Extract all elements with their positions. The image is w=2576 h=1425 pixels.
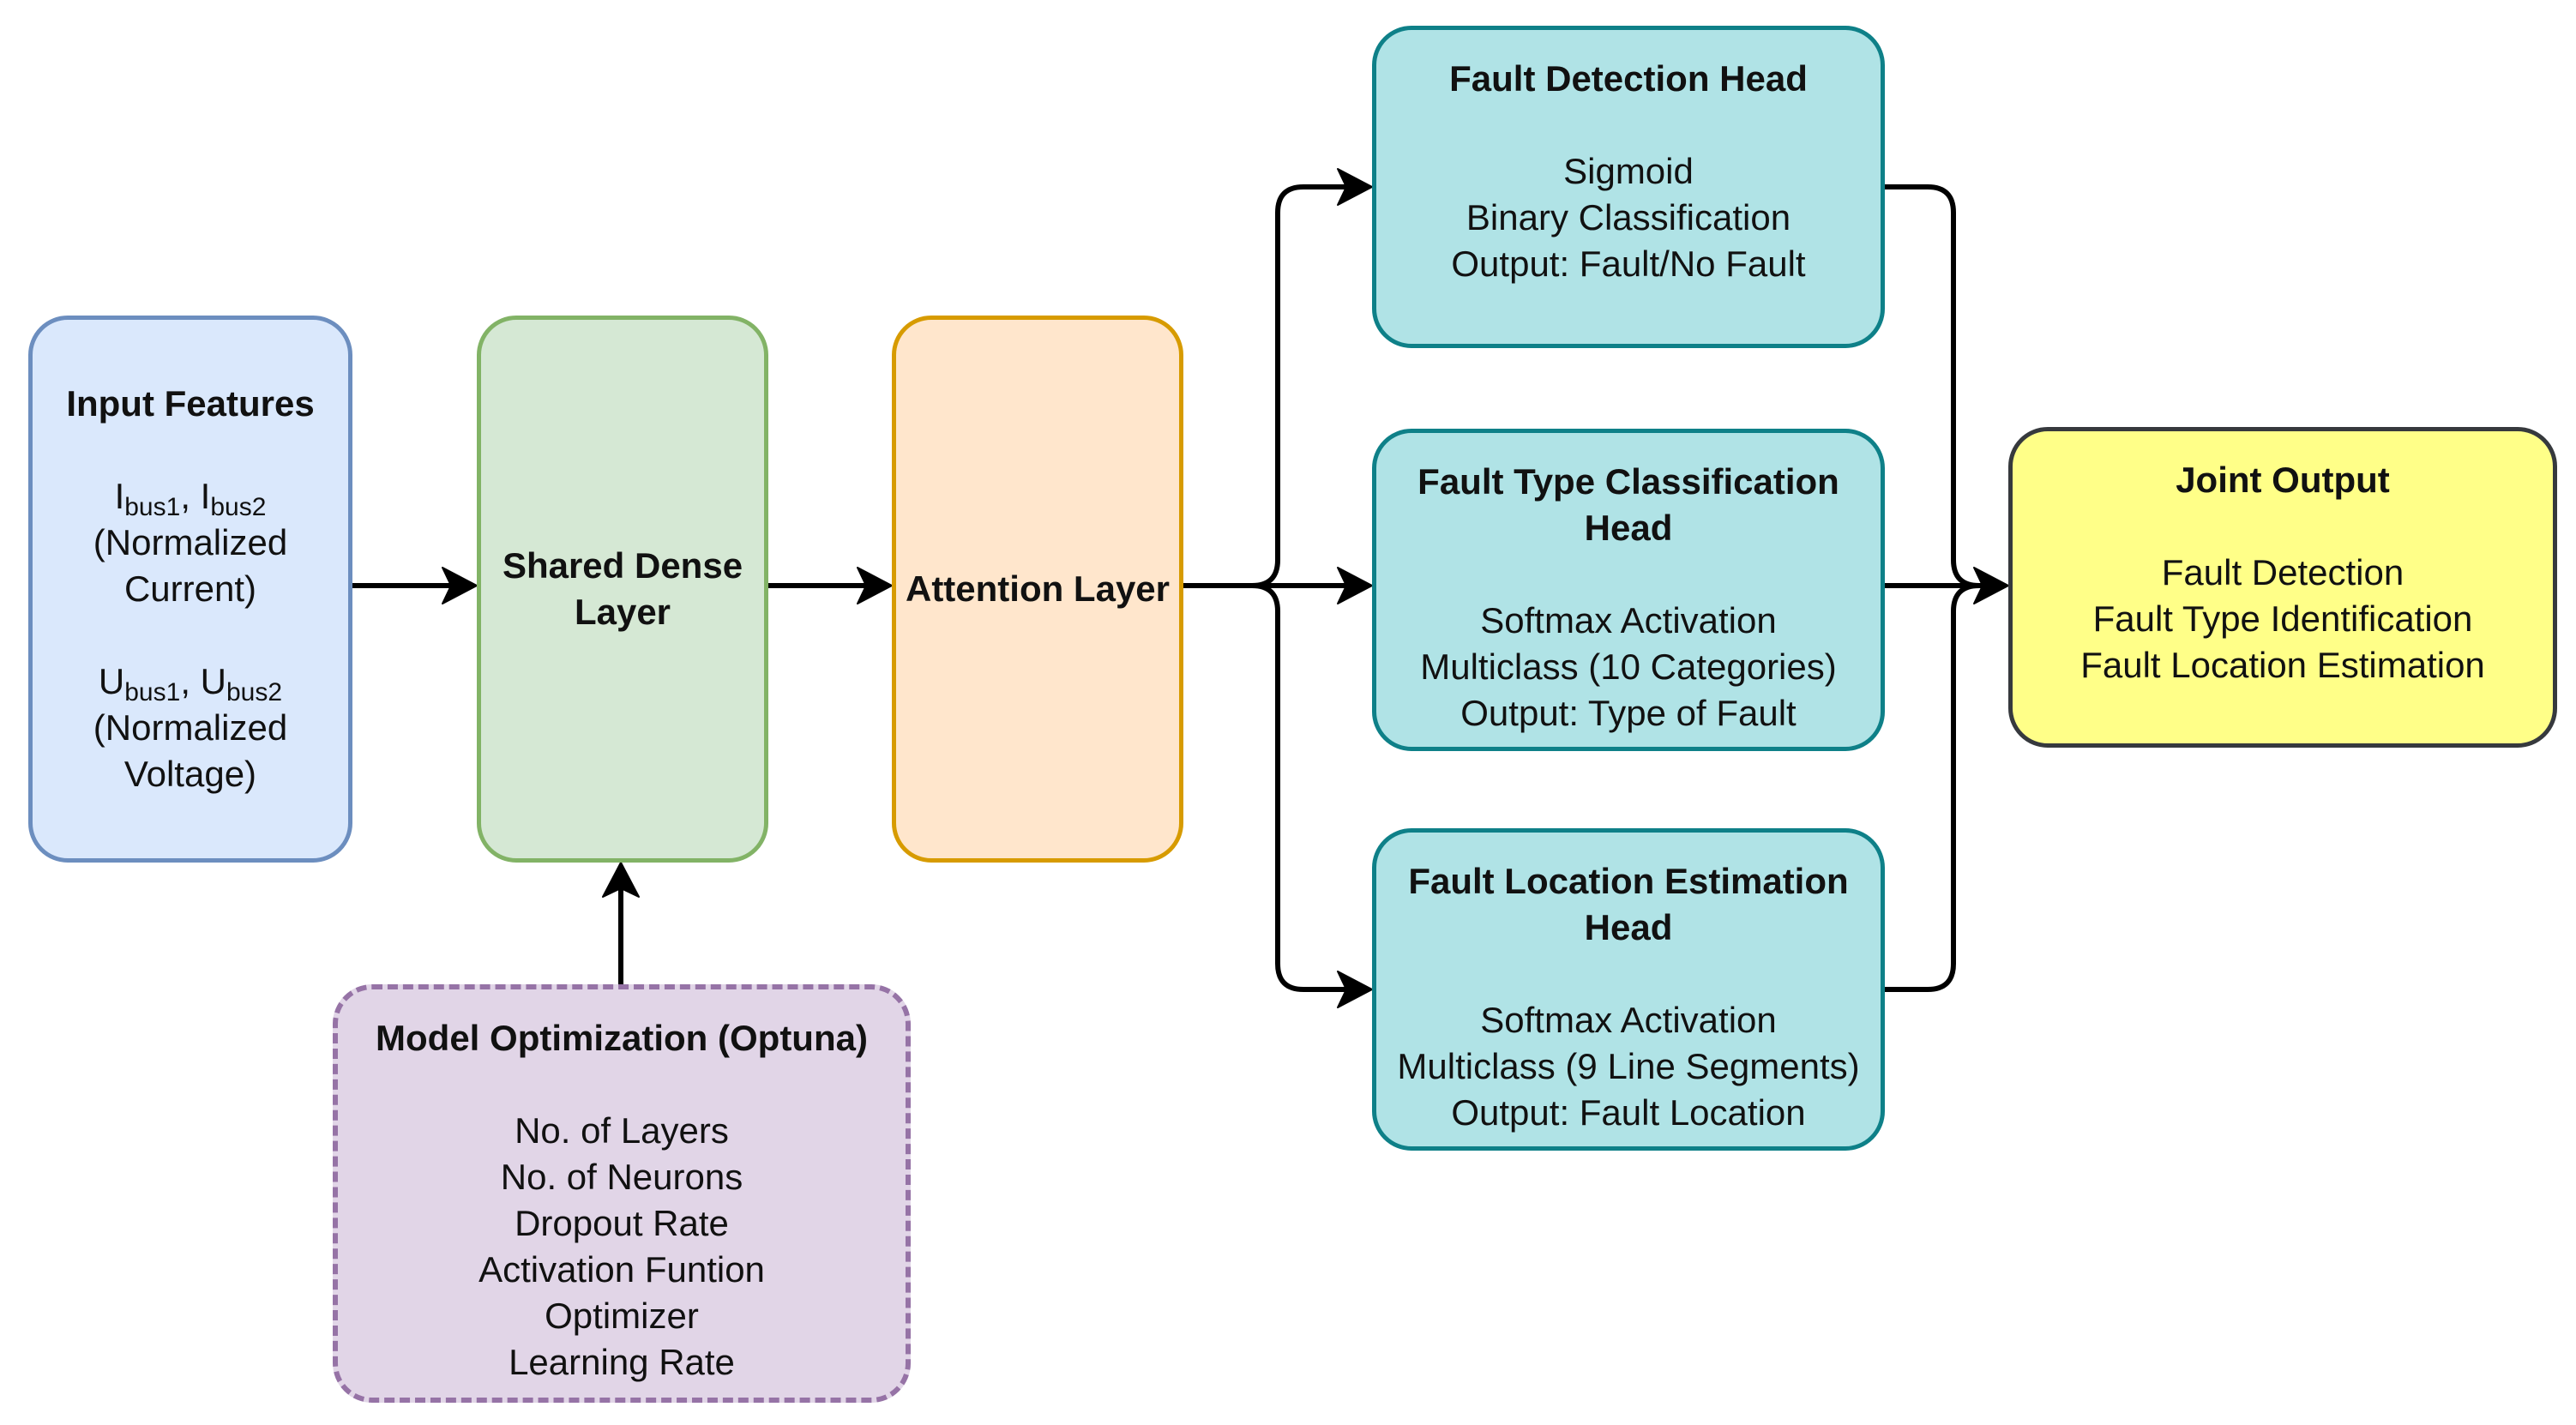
input-features-title: Input Features xyxy=(66,383,315,424)
head-detail-line: Softmax Activation xyxy=(1480,600,1777,640)
edge-detection-to-joint xyxy=(1885,184,2001,588)
head-detail-line: Output: Fault Location xyxy=(1451,1092,1806,1133)
head-detail-line: Output: Fault/No Fault xyxy=(1451,244,1806,284)
optimization-param: Dropout Rate xyxy=(515,1203,729,1243)
current-symbol-2: I xyxy=(200,476,211,516)
current-subscript-2: bus2 xyxy=(210,493,267,521)
fault-detection-head-box: Fault Detection Head Sigmoid Binary Clas… xyxy=(1372,26,1885,348)
head-detail-line: Binary Classification xyxy=(1466,197,1791,238)
joint-output-line: Fault Type Identification xyxy=(2092,598,2473,639)
arrowhead-shared-to-attention xyxy=(857,567,893,604)
current-symbol-1: I xyxy=(114,476,125,516)
current-separator: , xyxy=(180,476,201,516)
attention-layer-title: Attention Layer xyxy=(905,568,1171,609)
optimization-params-list: No. of Layers No. of Neurons Dropout Rat… xyxy=(478,1108,765,1386)
arrowhead-to-location xyxy=(1337,971,1373,1008)
current-subscript-1: bus1 xyxy=(124,493,181,521)
current-desc-line-2: Current) xyxy=(123,568,257,609)
joint-output-title: Joint Output xyxy=(2176,460,2390,500)
edge-attention-to-detection xyxy=(1183,184,1365,588)
shared-dense-title-line-1: Shared Dense xyxy=(502,545,743,586)
arrowhead-optuna-to-shared xyxy=(602,862,640,898)
voltage-symbol-1: U xyxy=(98,661,125,701)
input-features-box: Input Features Ibus1, Ibus2 (Normalized … xyxy=(28,316,352,863)
fault-type-head-title: Fault Type Classification Head xyxy=(1417,459,1839,551)
fault-type-head-details: Softmax Activation Multiclass (10 Catego… xyxy=(1420,598,1837,737)
head-detail-line: Output: Type of Fault xyxy=(1460,693,1797,733)
fault-location-head-title: Fault Location Estimation Head xyxy=(1408,858,1848,951)
arrowhead-to-type xyxy=(1337,567,1373,604)
head-detail-line: Multiclass (9 Line Segments) xyxy=(1397,1046,1860,1086)
head-detail-line: Sigmoid xyxy=(1563,151,1694,191)
voltage-features: Ubus1, Ubus2 (Normalized Voltage) xyxy=(93,658,287,797)
fault-location-head-title-line-2: Head xyxy=(1584,907,1673,947)
joint-output-line: Fault Detection xyxy=(2161,552,2404,592)
head-detail-line: Softmax Activation xyxy=(1480,1000,1777,1040)
fault-detection-head-details: Sigmoid Binary Classification Output: Fa… xyxy=(1451,148,1805,287)
voltage-desc-line-2: Voltage) xyxy=(123,754,257,794)
fault-type-head-title-line-1: Fault Type Classification xyxy=(1417,461,1839,502)
arrowhead-input-to-shared xyxy=(442,567,478,604)
current-features: Ibus1, Ibus2 (Normalized Current) xyxy=(93,473,287,612)
shared-dense-title-line-2: Layer xyxy=(574,592,671,632)
optimization-param: No. of Neurons xyxy=(500,1157,743,1197)
model-optimization-title: Model Optimization (Optuna) xyxy=(376,1018,868,1058)
voltage-symbol-2: U xyxy=(200,661,226,701)
edge-attention-to-location xyxy=(1251,583,1365,992)
head-detail-line: Multiclass (10 Categories) xyxy=(1420,646,1837,687)
voltage-symbols: Ubus1, Ubus2 xyxy=(93,658,287,706)
model-optimization-box: Model Optimization (Optuna) No. of Layer… xyxy=(333,984,911,1403)
joint-output-line: Fault Location Estimation xyxy=(2080,645,2485,685)
fault-type-head-box: Fault Type Classification Head Softmax A… xyxy=(1372,429,1885,751)
voltage-separator: , xyxy=(180,661,201,701)
shared-dense-layer-box: Shared Dense Layer xyxy=(477,316,768,863)
edge-location-to-joint xyxy=(1885,583,2001,992)
attention-layer-box: Attention Layer xyxy=(892,316,1183,863)
arrowhead-to-detection xyxy=(1337,168,1373,206)
fault-location-head-box: Fault Location Estimation Head Softmax A… xyxy=(1372,828,1885,1151)
voltage-subscript-2: bus2 xyxy=(226,678,283,706)
current-desc-line-1: (Normalized xyxy=(93,522,288,562)
voltage-subscript-1: bus1 xyxy=(124,678,181,706)
joint-output-box: Joint Output Fault Detection Fault Type … xyxy=(2008,427,2557,748)
arrowhead-to-joint xyxy=(1973,567,2009,604)
optimization-param: Optimizer xyxy=(545,1296,699,1336)
optimization-param: Learning Rate xyxy=(509,1342,735,1382)
joint-output-list: Fault Detection Fault Type Identificatio… xyxy=(2080,550,2485,688)
fault-detection-head-title: Fault Detection Head xyxy=(1449,58,1808,99)
shared-dense-title: Shared Dense Layer xyxy=(503,543,743,635)
fault-location-head-details: Softmax Activation Multiclass (9 Line Se… xyxy=(1397,997,1859,1136)
optimization-param: Activation Funtion xyxy=(478,1249,765,1290)
current-symbols: Ibus1, Ibus2 xyxy=(93,473,287,520)
optimization-param: No. of Layers xyxy=(515,1110,729,1151)
fault-location-head-title-line-1: Fault Location Estimation xyxy=(1408,861,1849,901)
fault-type-head-title-line-2: Head xyxy=(1584,508,1673,548)
voltage-desc-line-1: (Normalized xyxy=(93,707,288,748)
